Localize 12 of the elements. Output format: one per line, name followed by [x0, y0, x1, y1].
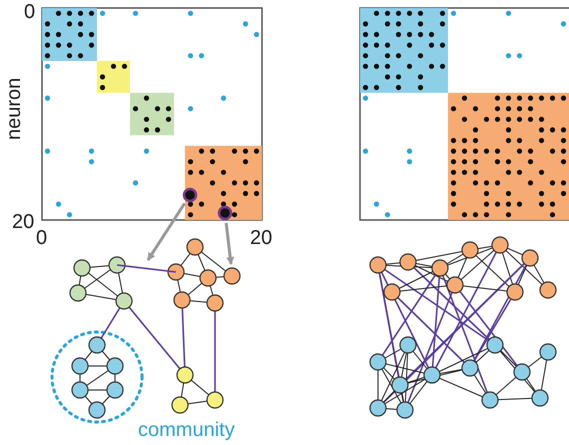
circled-dot	[218, 206, 232, 220]
axis-tick-label: 20	[12, 212, 34, 232]
network-node	[223, 267, 241, 285]
axis-tick-label: 0	[36, 228, 48, 248]
arrow	[224, 222, 234, 265]
axis-tick-label: 0	[24, 2, 36, 22]
community-label: community	[138, 420, 235, 440]
arrow	[146, 202, 186, 261]
network-link	[116, 264, 176, 273]
axis-title: neuron	[4, 78, 24, 140]
circled-dot	[182, 188, 198, 202]
axis-tick-label: 20	[250, 228, 272, 248]
